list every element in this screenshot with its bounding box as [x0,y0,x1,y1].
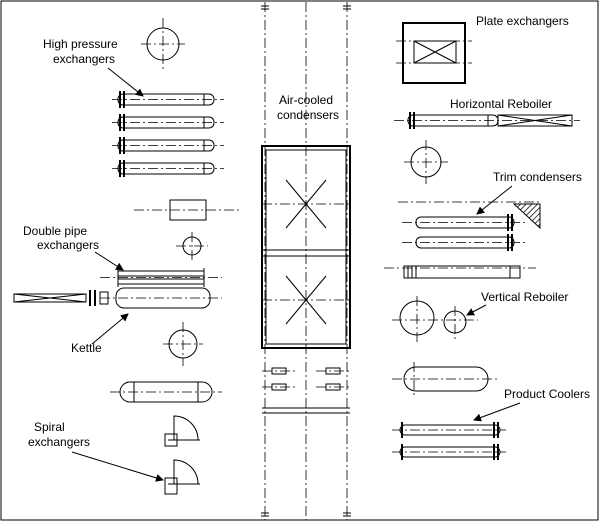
pump-circle-lower-left [163,322,203,366]
label-trim-condensers: Trim condensers [493,170,582,184]
plate-exchanger [396,22,472,84]
spiral-exchanger-2 [164,459,200,495]
horizontal-vessel-right [392,362,498,396]
label-kettle: Kettle [71,341,102,355]
double-pipe-exchangers [100,268,222,287]
label-product-coolers: Product Coolers [504,387,590,401]
label-spiral-2: exchangers [28,435,90,449]
leader-arrows [71,67,521,482]
label-high-pressure-1: High pressure [43,37,118,51]
air-cooled-condensers [261,145,351,349]
horizontal-vessel-left [110,381,222,403]
label-high-pressure-2: exchangers [53,52,115,66]
pump-circle-right [404,140,448,184]
vertical-reboiler [392,296,478,342]
pump-circle-mid-left [176,232,208,260]
trim-condensers [384,201,541,279]
small-drum [134,199,240,221]
label-plate-exchangers: Plate exchangers [476,14,569,28]
label-air-cooled-1: Air-cooled [279,93,333,107]
pump-circle-top-left [141,18,185,70]
kettle-reboiler [13,287,222,309]
label-double-pipe-2: exchangers [37,238,99,252]
pumps-under-rack [262,367,350,414]
label-vertical-reboiler: Vertical Reboiler [481,290,568,304]
label-air-cooled-2: condensers [277,108,339,122]
label-spiral-1: Spiral [34,420,65,434]
product-coolers [392,422,506,460]
horizontal-reboiler [394,112,580,129]
spiral-exchanger-1 [164,415,200,447]
high-pressure-exchangers [112,91,224,177]
pipe-rack-centerlines [261,2,351,520]
label-horizontal-reboiler: Horizontal Reboiler [450,97,552,111]
label-double-pipe-1: Double pipe [23,224,87,238]
